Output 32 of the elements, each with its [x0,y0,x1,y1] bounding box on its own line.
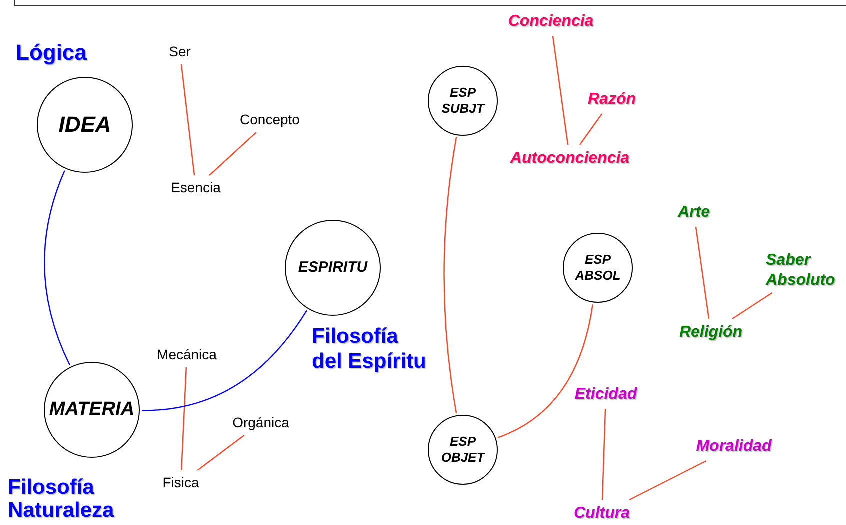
connector-line [629,460,707,501]
concept-label: Razón [586,88,638,112]
connector-line [552,36,569,146]
concept-label: Fisica [160,472,202,494]
concept-label: Eticidad [572,383,640,407]
concept-label: Saber Absoluto [764,251,846,291]
connector-line [695,226,710,320]
connector-line [602,408,606,500]
connector-line [579,114,603,146]
arc-connector [498,304,594,438]
section-heading: Lógica [16,39,88,67]
concept-label: Autoconciencia [508,147,632,171]
arc-connector [142,310,308,412]
concept-label: Esencia [169,178,223,198]
concept-label: Religión [677,321,745,345]
section-heading: Filosofía del Espíritu [312,324,428,374]
concept-label: Conciencia [506,10,596,34]
connector-line [197,435,245,471]
concept-label: Concepto [238,110,302,130]
connector-line [180,64,196,176]
concept-label: Mecánica [155,344,219,366]
concept-label: Cultura [572,502,632,525]
concept-label: Orgánica [230,412,292,434]
arc-connector [44,170,70,366]
arc-connector [444,137,458,414]
concept-label: Arte [676,201,712,225]
concept-label: Moralidad [694,435,774,459]
connector-line [209,132,257,176]
concept-label: Ser [167,42,193,62]
connector-line [180,367,188,471]
connector-line [732,292,773,320]
section-heading: Filosofía Naturaleza [8,476,116,522]
